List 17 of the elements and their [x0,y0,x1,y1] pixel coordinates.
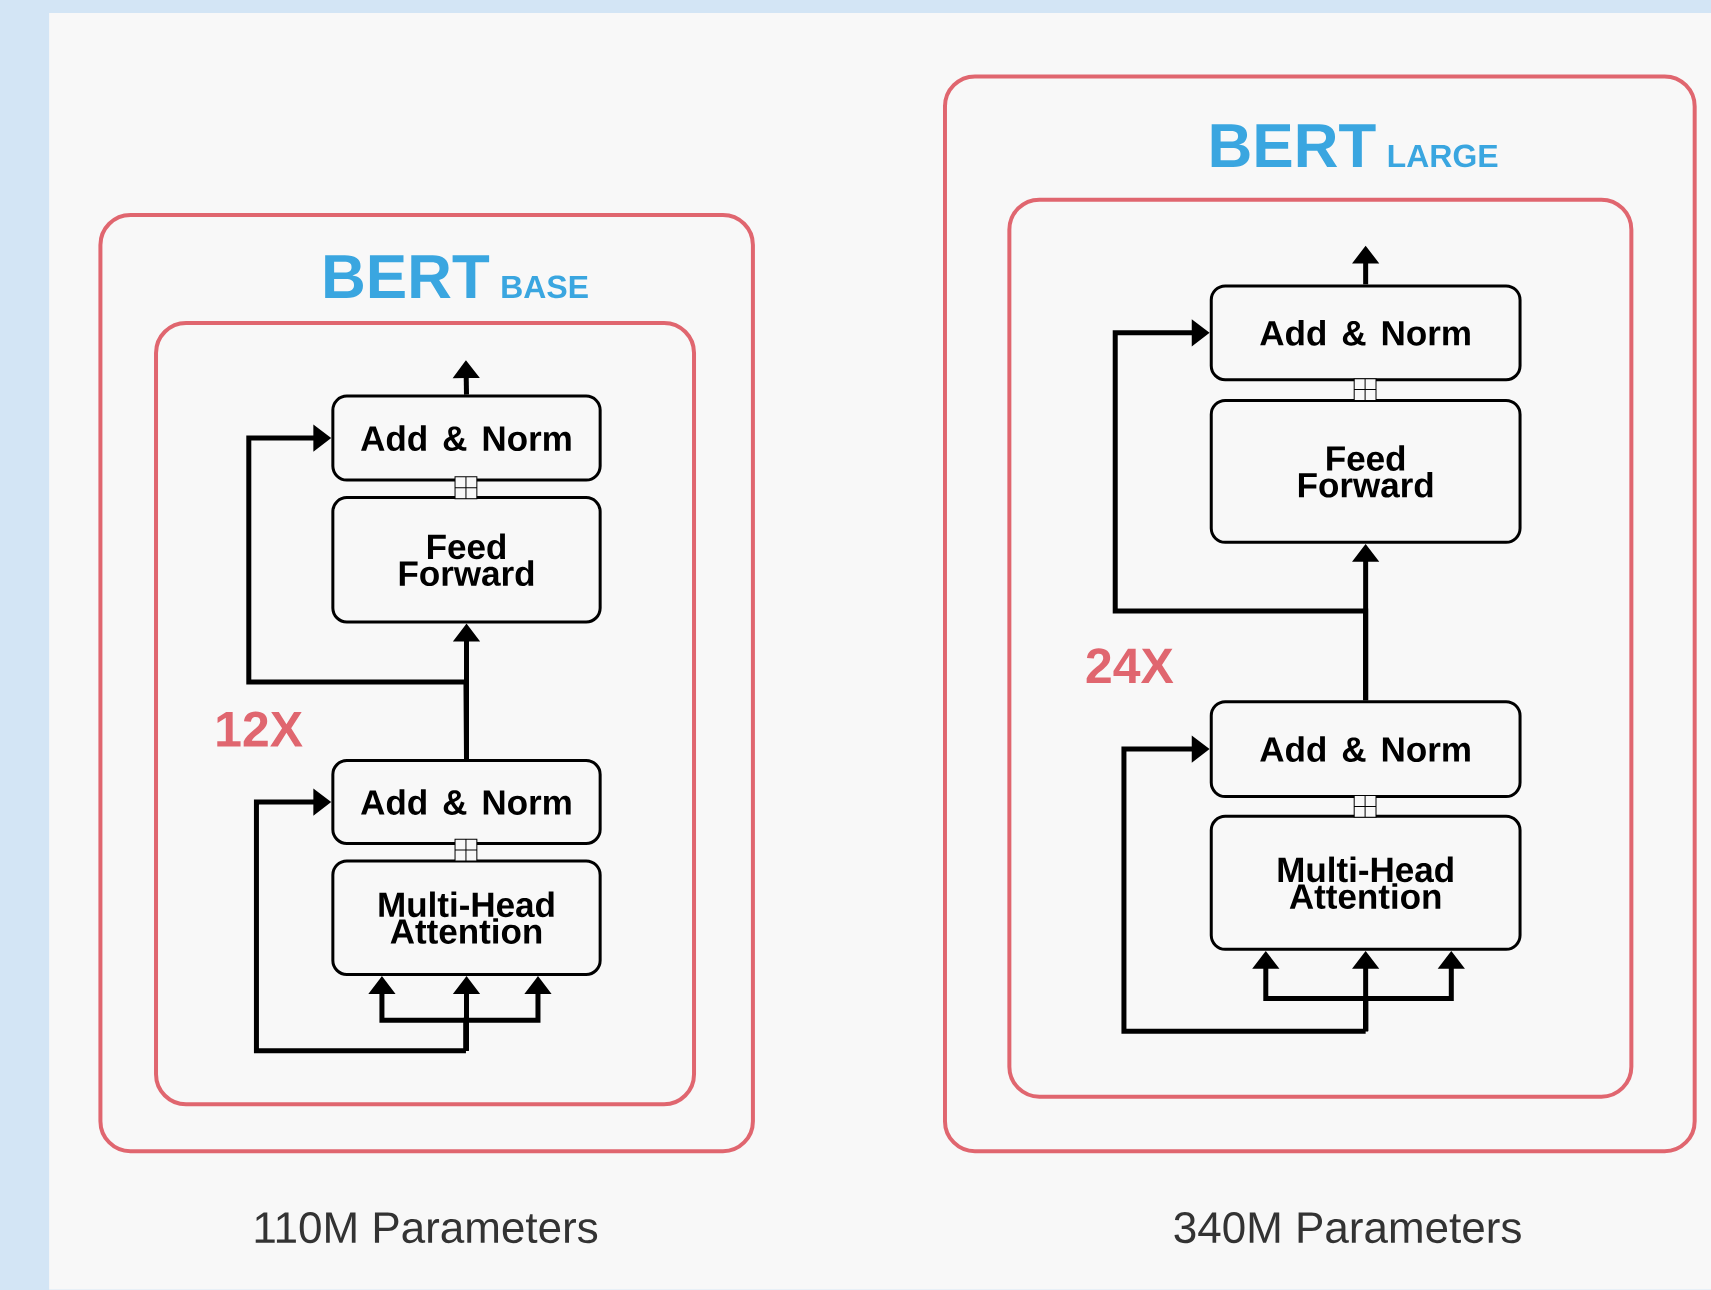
layer-box: Feed Forward [331,496,602,624]
layer-box: Multi-Head Attention [331,859,602,976]
model-title: BERT BASE [325,255,588,299]
layer-box: Add & Norm [331,759,602,845]
parameter-count: 340M Parameters [1174,1212,1521,1244]
repeat-count: 24X [1086,648,1174,684]
layer-box: Add & Norm [331,394,602,482]
parameter-count: 110M Parameters [255,1212,598,1244]
layer-box: Feed Forward [1209,398,1522,544]
layer-box: Add & Norm [1209,284,1522,382]
arrow [1112,319,1369,701]
repeat-count: 12X [217,711,303,747]
arrow [1121,735,1366,1034]
layer-box: Add & Norm [1209,700,1522,799]
arrow [253,788,466,1054]
layer-box: Multi-Head Attention [1209,814,1522,951]
model-title: BERT LARGE [1211,124,1498,168]
